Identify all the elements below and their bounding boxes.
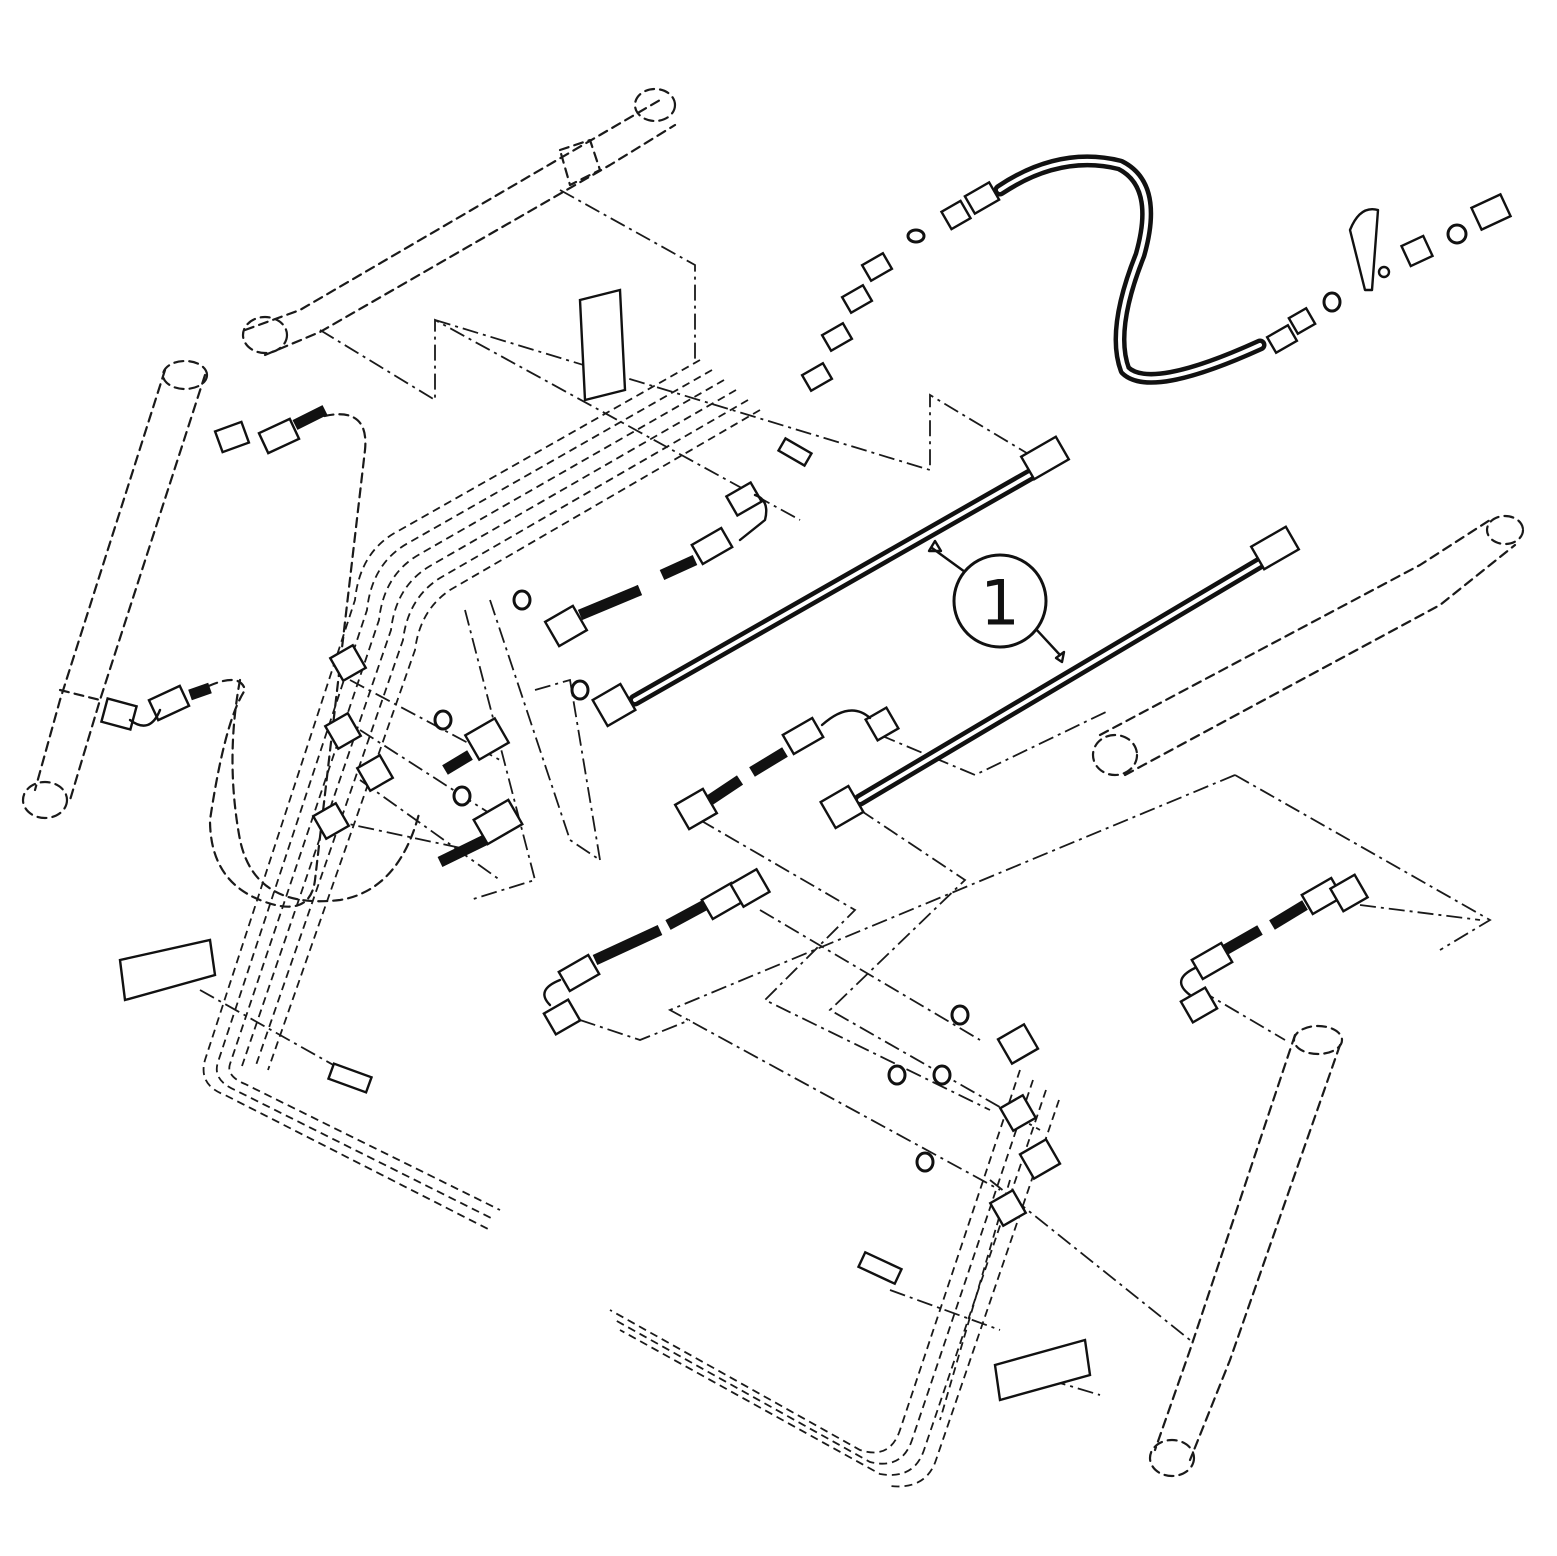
top-right-hose — [906, 154, 1513, 385]
callout-1: 1 — [927, 539, 1066, 664]
left-tube-bundle-ghost — [202, 359, 761, 1231]
callout-label: 1 — [980, 567, 1019, 640]
callout-circle — [952, 553, 1048, 649]
long-hose-lower — [819, 525, 1301, 830]
lower-right-fittings — [887, 1004, 1062, 1228]
clamp-blocks — [118, 288, 1092, 1402]
right-tube-bundle-ghost — [609, 1069, 1060, 1488]
left-cylinder-hoses-ghost — [198, 413, 422, 908]
tube-end-fittings — [776, 251, 894, 468]
upper-cylinder-ghost — [241, 87, 677, 357]
right-lower-cylinder-ghost — [1148, 1024, 1344, 1478]
left-cylinder-ghost — [21, 359, 209, 820]
mid-left-fittings — [311, 643, 524, 867]
left-cylinder-fittings — [99, 405, 328, 731]
long-hose-upper — [570, 435, 1071, 728]
short-hoses — [512, 480, 1370, 1037]
right-upper-cylinder-ghost — [1091, 514, 1525, 777]
